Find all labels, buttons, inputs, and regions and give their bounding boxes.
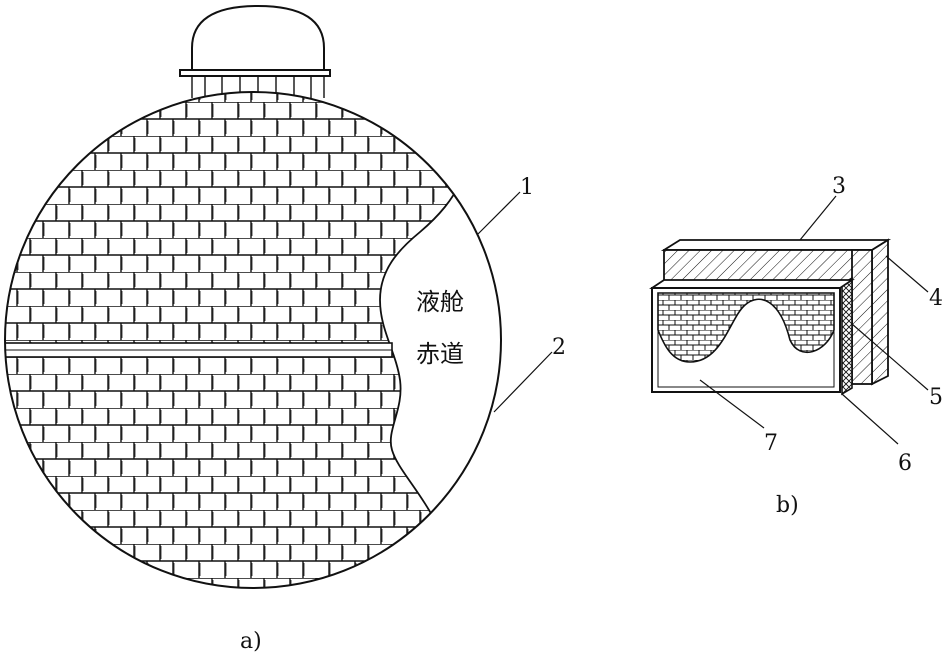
callout-1: 1 [520,175,534,200]
layer-3-outer-board [660,239,892,251]
leader-7 [699,379,765,429]
leader-3 [799,195,837,241]
panel-a-sphere-tank: 液舱 赤道 1 2 a) [4,4,566,654]
leader-2 [493,351,553,413]
leader-1 [477,191,521,235]
brick-wave-region [657,292,835,363]
leader-4 [885,255,929,293]
callout-5: 5 [929,385,943,410]
liquid-tank-label: 液舱 [416,288,464,316]
sphere-outline [4,91,502,589]
leader-5 [851,323,929,391]
layer-5-membrane [841,276,853,396]
layer-7-top [649,279,855,289]
callout-4: 4 [929,286,943,311]
caption-a: a) [240,629,262,654]
layer-4-vertical [851,249,873,385]
dome-neck-ribs [191,76,325,98]
layer-4-side [871,238,889,386]
caption-b: b) [776,493,799,518]
leader-6 [841,393,899,445]
callout-7: 7 [764,431,778,456]
dome-cap [191,4,325,72]
layer-3-front [663,249,873,283]
callout-3: 3 [832,174,846,199]
dome-flange [179,69,331,77]
callout-2: 2 [552,335,566,360]
callout-6: 6 [898,451,912,476]
equator-label: 赤道 [416,340,464,368]
panel-b-insulation-section: 3 4 5 6 7 b) [649,174,943,518]
